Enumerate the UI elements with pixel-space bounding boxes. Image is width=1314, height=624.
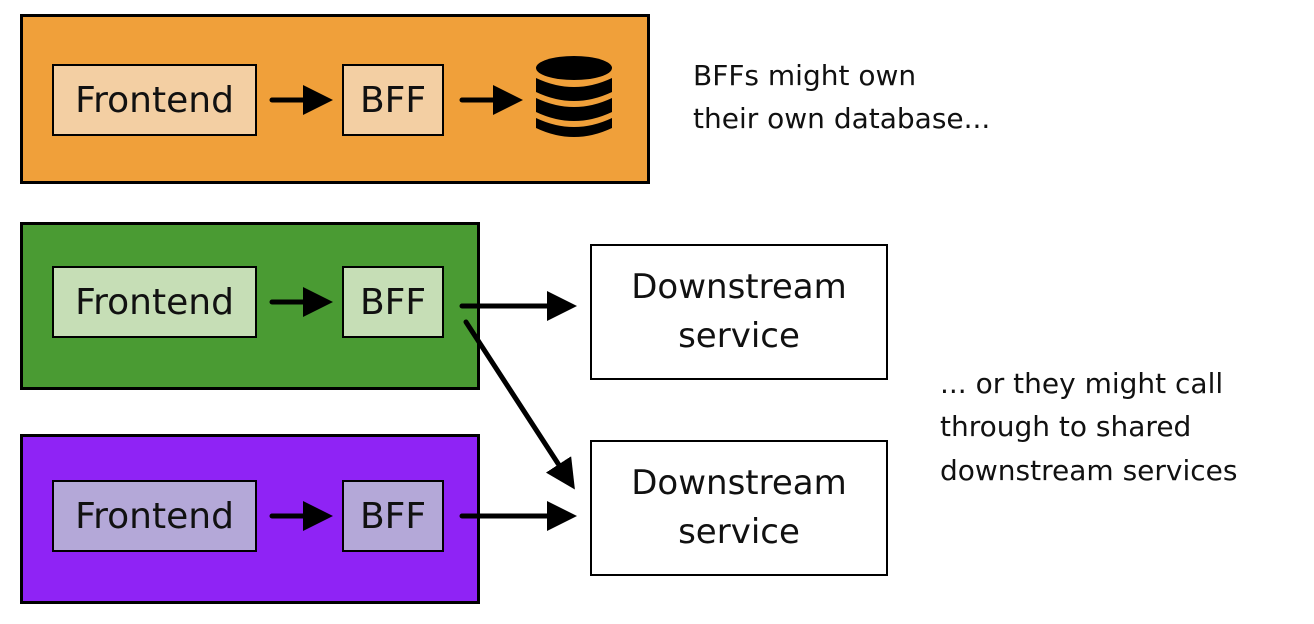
note-bottom-line1: ... or they might call (940, 367, 1224, 400)
note-bottom-line2: through to shared (940, 410, 1192, 444)
note-top-line1: BFFs might own (693, 59, 917, 92)
note-bottom-line3: downstream services (940, 453, 1238, 487)
bff-box-1: BFF (342, 64, 444, 136)
arrow-bff2-service2 (463, 319, 575, 490)
downstream-service-1: Downstream service (590, 244, 888, 380)
frontend-box-2: Frontend (52, 266, 257, 338)
downstream-service-2: Downstream service (590, 440, 888, 576)
service-2-line1: Downstream (631, 462, 847, 503)
bff-box-2: BFF (342, 266, 444, 338)
service-1-line2: service (678, 316, 800, 356)
note-bottom: ... or they might call through to shared… (940, 362, 1237, 492)
note-top-line2: their own database... (693, 102, 991, 136)
frontend-box-1: Frontend (52, 64, 257, 136)
bff-box-3: BFF (342, 480, 444, 552)
frontend-box-3: Frontend (52, 480, 257, 552)
note-top: BFFs might own their own database... (693, 54, 990, 141)
database-icon (536, 56, 612, 137)
service-2-line2: service (678, 512, 800, 552)
service-1-line1: Downstream (631, 266, 847, 307)
